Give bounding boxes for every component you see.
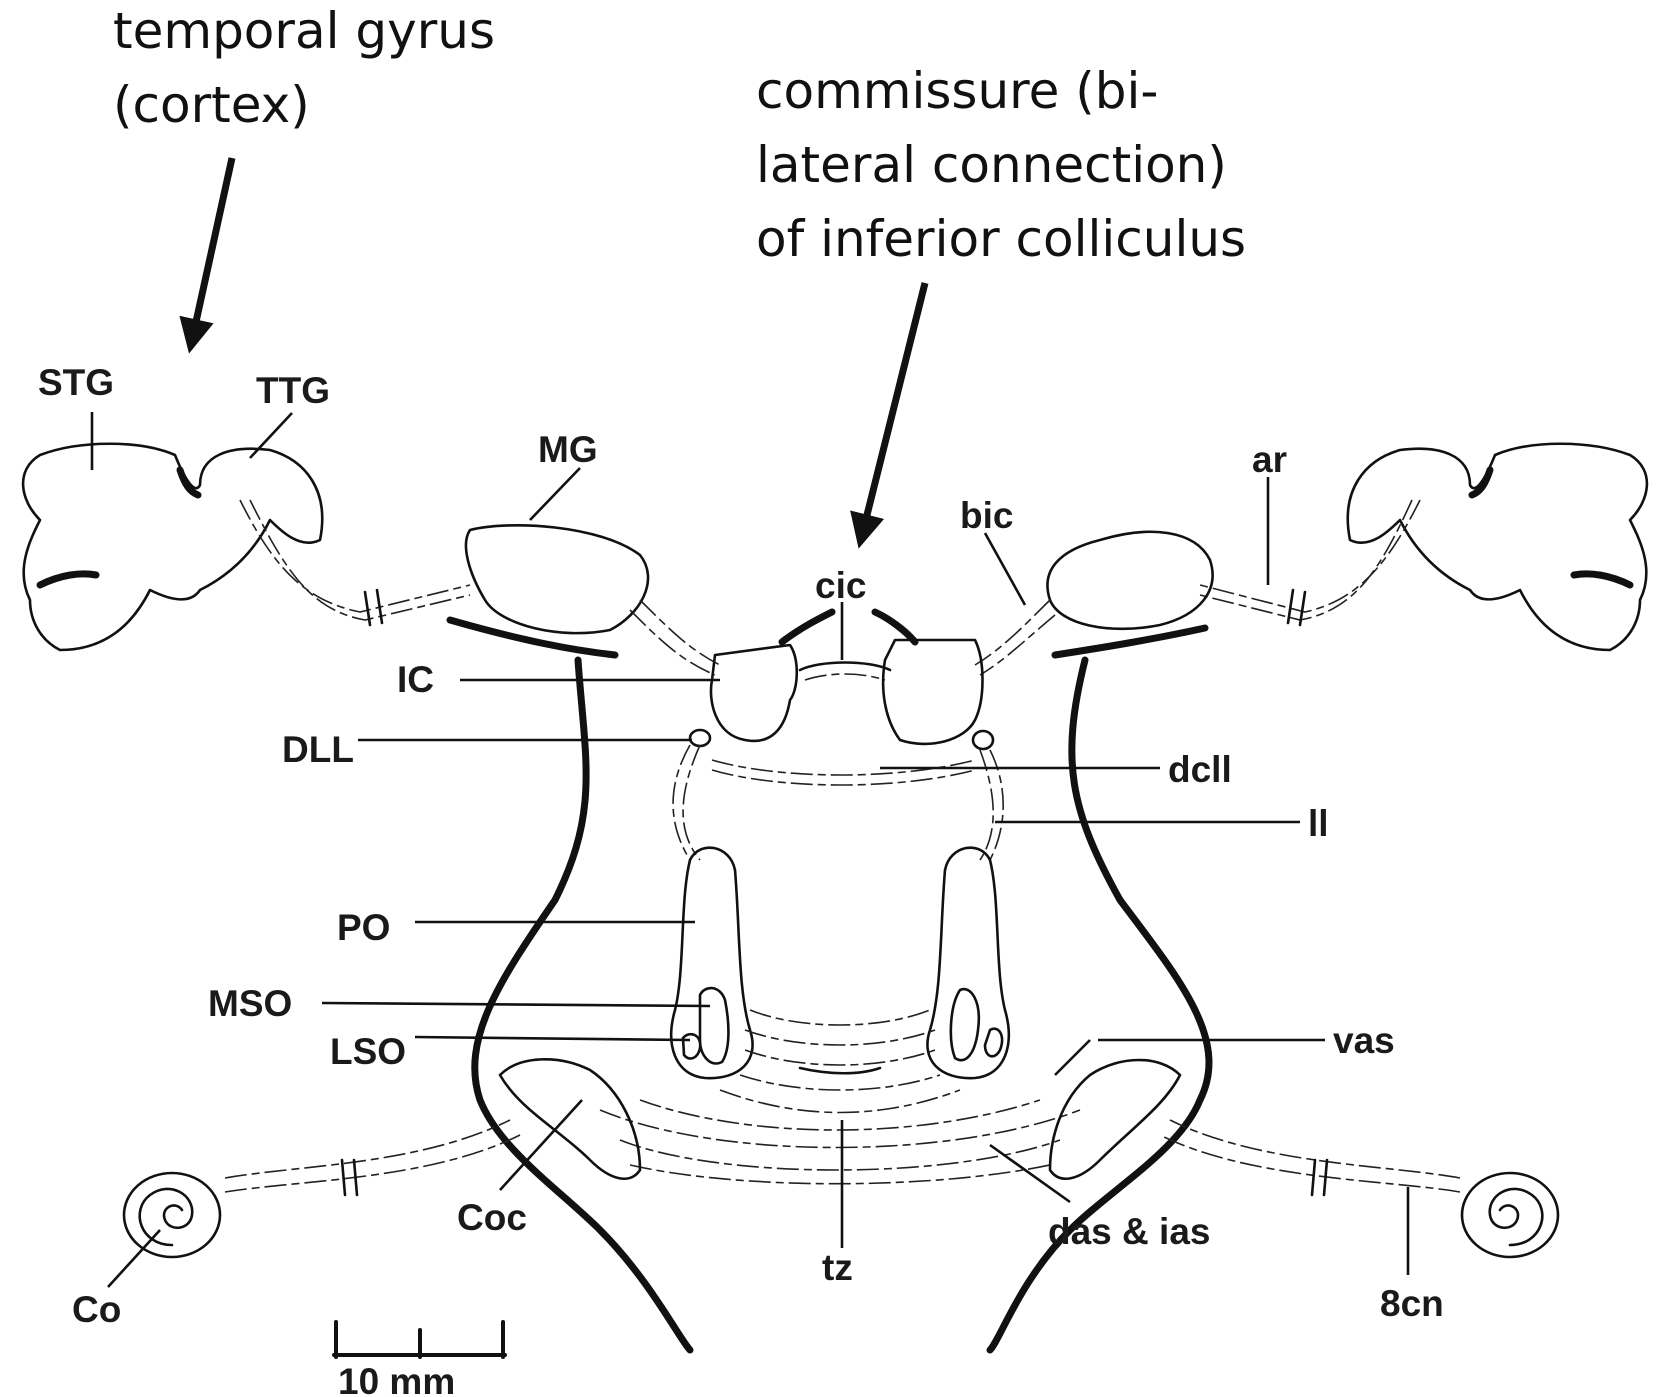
label-ttg: TTG [256,370,330,411]
vas-leader-tick [1055,1040,1090,1075]
left-lateral-lemniscus [673,745,690,860]
left-brachium-2 [630,610,715,675]
left-cochlea [124,1173,220,1257]
left-dll [690,730,710,746]
right-inferior-colliculus [883,640,982,744]
label-stg: STG [38,362,114,403]
right-lso [985,1029,1002,1057]
right-stg-sulcus [1574,574,1630,585]
left-ttg-sulcus [180,470,198,495]
left-thick-line-top [450,620,615,655]
left-nerve-break [342,1160,345,1195]
label-ic: IC [397,659,434,700]
temporal-arrow [192,158,232,340]
left-lateral-lemniscus-2 [683,745,700,860]
right-thick-line-top [1055,628,1205,655]
lso-leader [415,1037,690,1040]
right-dll [973,731,993,749]
trapezoid-fiber-9 [630,1165,1050,1184]
commissure-arrow [862,283,925,535]
trapezoid-fiber-5 [720,1090,960,1113]
commissure-annotation: commissure (bi- lateral connection) of i… [756,54,1246,276]
left-mso [700,988,728,1063]
left-acoustic-radiation-2 [250,500,470,620]
right-lateral-lemniscus [990,750,1003,860]
label-bic: bic [960,495,1013,536]
ic-commissure [800,663,890,671]
trapezoid-center [800,1068,880,1073]
right-nerve-break-2 [1312,1160,1315,1195]
label-das-ias: das & ias [1048,1211,1210,1252]
bic-leader [985,533,1025,605]
scale-bar [334,1322,505,1357]
left-acoustic-nerve [225,1120,510,1178]
label-vas: vas [1333,1020,1395,1061]
mso-leader [322,1003,710,1006]
co-leader [108,1230,160,1287]
trapezoid-fiber-1 [750,1010,930,1025]
right-acoustic-radiation-2 [1200,500,1412,620]
trapezoid-fiber-2 [745,1030,935,1045]
right-acoustic-radiation [1200,500,1420,612]
left-nerve-break-2 [354,1160,357,1195]
ic-commissure-2 [805,674,885,680]
right-cochlea [1462,1173,1558,1257]
left-lso [683,1034,700,1058]
dll-commissure-2 [712,770,975,785]
label-dll: DLL [282,729,354,770]
left-stg-sulcus [40,574,96,585]
right-brachium-2 [980,615,1055,675]
left-acoustic-nerve-2 [225,1135,520,1192]
right-olivary-complex [927,848,1008,1078]
label-mso: MSO [208,983,292,1024]
scale-bar-label: 10 mm [338,1361,455,1397]
right-mso [951,989,979,1060]
trapezoid-fiber-7 [600,1110,1080,1148]
label-8cn: 8cn [1380,1283,1444,1324]
label-cic: cic [815,565,866,606]
label-ll: ll [1308,803,1329,844]
right-medial-geniculate [1047,532,1212,629]
right-ttg-sulcus [1472,470,1490,495]
trapezoid-fiber-6 [640,1100,1040,1130]
label-lso: LSO [330,1031,406,1072]
left-inferior-colliculus [711,645,797,741]
cic-left-curl [782,612,832,642]
trapezoid-fiber-4 [740,1075,940,1090]
label-po: PO [337,907,390,948]
label-dcll: dcll [1168,749,1232,790]
right-lateral-lemniscus-2 [980,750,993,860]
left-medial-geniculate [466,525,648,633]
right-cochlear-nucleus [1050,1060,1180,1179]
left-temporal-cortex [23,444,322,650]
label-mg: MG [538,429,598,470]
trapezoid-fiber-3 [745,1050,935,1065]
label-ar: ar [1252,439,1287,480]
cic-right-curl [875,612,915,642]
right-nerve-break [1324,1160,1327,1195]
label-tz: tz [822,1247,853,1288]
mg-leader [530,468,580,520]
right-brachium [975,600,1050,665]
trapezoid-fiber-8 [620,1140,1060,1170]
label-co: Co [72,1289,121,1330]
label-coc: Coc [457,1197,527,1238]
temporal-gyrus-annotation: temporal gyrus (cortex) [113,0,495,142]
left-acoustic-radiation [240,500,470,612]
right-acoustic-nerve-2 [1160,1135,1460,1192]
